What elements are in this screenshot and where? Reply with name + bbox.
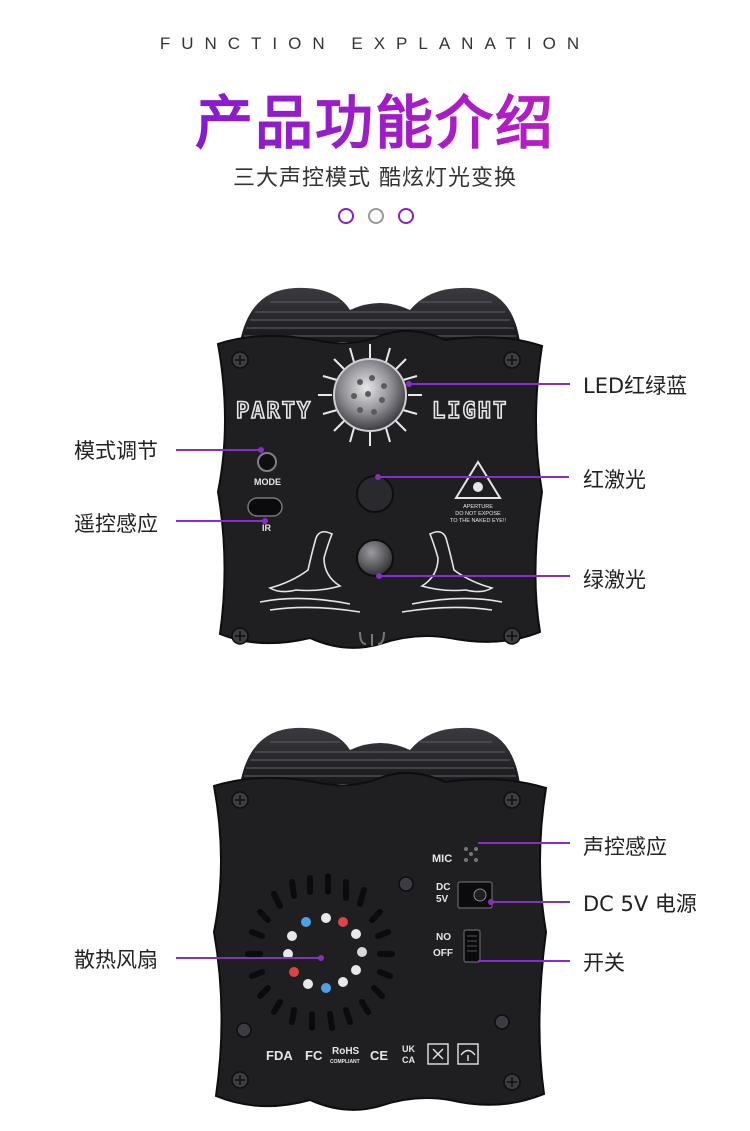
callout-switch: 开关 bbox=[583, 951, 625, 975]
section-eyebrow: FUNCTION EXPLANATION bbox=[159, 34, 591, 53]
dc-label-2: 5V bbox=[436, 894, 449, 905]
mode-knob-icon bbox=[257, 452, 277, 472]
back-product-image: MIC DC 5V NO OFF FDA FC RoHS COMPLIANT C… bbox=[212, 727, 548, 1111]
cert-ce: CE bbox=[370, 1048, 388, 1063]
red-laser-lens-icon bbox=[356, 475, 394, 513]
weee-bin-icon bbox=[427, 1043, 449, 1065]
warning-line-2: DO NOT EXPOSE bbox=[455, 511, 501, 517]
logo-right: LIGHT bbox=[432, 399, 508, 424]
laser-warning-icon bbox=[454, 460, 502, 499]
logo-left: PARTY bbox=[236, 399, 312, 424]
ir-window-icon bbox=[247, 497, 283, 517]
cert-ca: CA bbox=[402, 1055, 415, 1065]
callout-red-laser: 红激光 bbox=[583, 468, 646, 492]
ir-label: IR bbox=[262, 523, 272, 533]
callout-mic: 声控感应 bbox=[583, 835, 667, 859]
callout-remote: 遥控感应 bbox=[74, 512, 158, 536]
switch-label-1: NO bbox=[436, 932, 451, 943]
cert-fda: FDA bbox=[266, 1048, 293, 1063]
callout-fan: 散热风扇 bbox=[74, 948, 158, 972]
cert-uk: UK bbox=[402, 1044, 415, 1054]
warning-line-1: APERTURE bbox=[463, 504, 493, 510]
keep-dry-icon bbox=[457, 1043, 479, 1065]
page-title: 产品功能介绍 bbox=[0, 76, 750, 160]
dot-icon bbox=[398, 208, 414, 224]
decorative-dots bbox=[338, 208, 414, 226]
dot-icon bbox=[338, 208, 354, 224]
warning-line-3: TO THE NAKED EYE!! bbox=[450, 518, 507, 524]
mode-label: MODE bbox=[254, 477, 281, 487]
callout-mode: 模式调节 bbox=[74, 439, 158, 463]
callout-green-laser: 绿激光 bbox=[583, 568, 646, 592]
front-product-image: PARTY LIGHT MODE IR APERTURE DO NOT EXPO… bbox=[216, 287, 544, 649]
seal-illustration-icon bbox=[259, 530, 503, 613]
callout-led: LED红绿蓝 bbox=[583, 374, 688, 398]
cert-rohs-sub: COMPLIANT bbox=[330, 1059, 360, 1065]
green-laser-lens-icon bbox=[356, 539, 394, 577]
callout-dc: DC 5V 电源 bbox=[583, 892, 697, 916]
mic-label: MIC bbox=[432, 853, 452, 865]
cert-rohs: RoHS bbox=[332, 1046, 360, 1057]
page-subtitle: 三大声控模式 酷炫灯光变换 bbox=[233, 166, 517, 191]
dot-icon bbox=[368, 208, 384, 224]
cert-fc: FC bbox=[305, 1048, 323, 1063]
switch-label-2: OFF bbox=[433, 948, 453, 959]
dc-label-1: DC bbox=[436, 882, 450, 893]
